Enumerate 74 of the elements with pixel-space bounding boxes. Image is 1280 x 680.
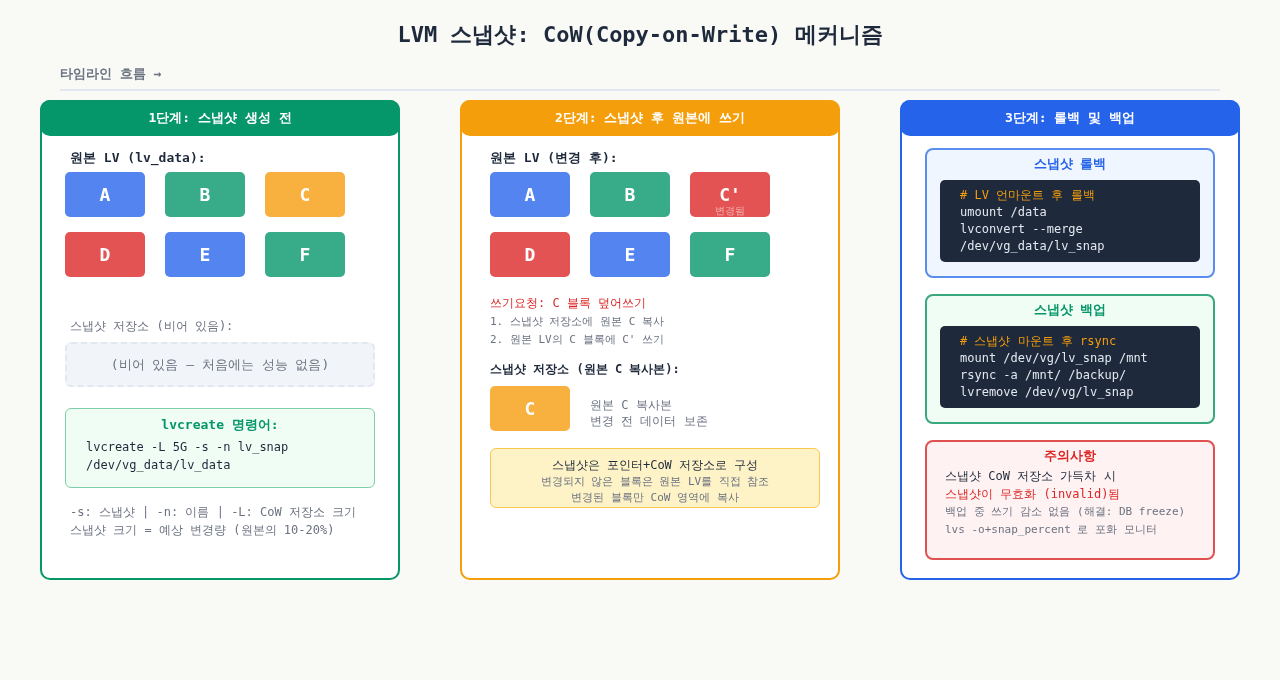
data-block bbox=[265, 232, 345, 277]
note-text: 2. 원본 LV의 C 블록에 C' 쓰기 bbox=[490, 332, 665, 348]
placeholder-text: (비어 있음 — 처음에는 성능 없음) bbox=[110, 355, 330, 374]
section-title: 원본 LV (lv_data): bbox=[70, 149, 206, 167]
stage-panel bbox=[460, 100, 840, 580]
block-label: D bbox=[99, 244, 111, 265]
note-text: 변경된 블록만 CoW 영역에 복사 bbox=[571, 490, 739, 506]
note-text: 스냅샷 저장소 (비어 있음): bbox=[70, 318, 234, 335]
data-block bbox=[590, 232, 670, 277]
note-text: 변경되지 않은 블록은 원본 LV를 직접 참조 bbox=[540, 474, 770, 490]
block-label: B bbox=[199, 184, 211, 205]
stage-panel bbox=[900, 100, 1240, 580]
warning-text: 쓰기요청: C 블록 덮어쓰기 bbox=[490, 295, 647, 312]
data-block bbox=[65, 172, 145, 217]
info-card bbox=[925, 148, 1215, 278]
empty-storage-box bbox=[65, 342, 375, 387]
note-text: lvs -o+snap_percent 로 포화 모니터 bbox=[945, 522, 1157, 538]
info-card bbox=[925, 440, 1215, 560]
block-label: C bbox=[299, 184, 311, 205]
code-line: lvremove /dev/vg/lv_snap bbox=[960, 384, 1134, 401]
page-title: LVM 스냅샷: CoW(Copy-on-Write) 메커니즘 bbox=[397, 21, 883, 49]
data-block bbox=[65, 232, 145, 277]
section-title: 원본 LV (변경 후): bbox=[490, 149, 618, 167]
panel-header: 1단계: 스냅샷 생성 전 bbox=[40, 100, 400, 136]
block-label: B bbox=[624, 184, 636, 205]
data-block bbox=[490, 386, 570, 431]
card-heading: 스냅샷 롤백 bbox=[1033, 155, 1107, 173]
block-label: F bbox=[724, 244, 736, 265]
panel-header: 2단계: 스냅샷 후 원본에 쓰기 bbox=[460, 100, 840, 136]
code-line: rsync -a /mnt/ /backup/ bbox=[960, 367, 1127, 384]
data-block bbox=[265, 172, 345, 217]
block-label: A bbox=[99, 184, 111, 205]
box-heading: lvcreate 명령어: bbox=[161, 416, 279, 434]
data-block bbox=[165, 232, 245, 277]
card-heading: 스냅샷 백업 bbox=[1033, 301, 1107, 319]
block-label: D bbox=[524, 244, 536, 265]
block-label: C' bbox=[719, 184, 741, 205]
body-text: 스냅샷 CoW 저장소 가득차 시 bbox=[945, 468, 1116, 485]
code-line: lvconvert --merge /dev/vg_data/lv_snap bbox=[960, 221, 1106, 255]
code-line: umount /data bbox=[960, 204, 1047, 221]
caption-text: 변경 전 데이터 보존 bbox=[590, 413, 708, 429]
block-label: E bbox=[624, 244, 636, 265]
data-block bbox=[690, 232, 770, 277]
data-block bbox=[165, 172, 245, 217]
block-note: 변경됨 bbox=[715, 205, 745, 216]
code-comment: # 스냅샷 마운트 후 rsync bbox=[960, 333, 1117, 350]
info-box bbox=[490, 448, 820, 508]
data-block bbox=[590, 172, 670, 217]
data-block bbox=[690, 172, 770, 217]
box-heading: 스냅샷은 포인터+CoW 저장소로 구성 bbox=[551, 457, 759, 474]
code-block bbox=[940, 180, 1200, 262]
section-title: 스냅샷 저장소 (원본 C 복사본): bbox=[490, 361, 680, 378]
command-box bbox=[65, 408, 375, 488]
note-text: 백업 중 쓰기 감소 없음 (해결: DB freeze) bbox=[945, 504, 1186, 520]
block-label: A bbox=[524, 184, 536, 205]
note-text: 1. 스냅샷 저장소에 원본 C 복사 bbox=[490, 314, 664, 330]
block-label: E bbox=[199, 244, 211, 265]
block-label: F bbox=[299, 244, 311, 265]
block-label: C bbox=[524, 398, 536, 419]
code-line: mount /dev/vg/lv_snap /mnt bbox=[960, 350, 1148, 367]
caption-text: 원본 C 복사본 bbox=[590, 397, 672, 413]
timeline-label: 타임라인 흐름 → bbox=[60, 65, 162, 83]
code-block bbox=[940, 326, 1200, 408]
info-card bbox=[925, 294, 1215, 424]
code-comment: # LV 언마운트 후 롤백 bbox=[960, 187, 1095, 204]
card-heading: 주의사항 bbox=[1044, 447, 1096, 465]
stage-panel bbox=[40, 100, 400, 580]
note-text: 스냅샷 크기 = 예상 변경량 (원본의 10-20%) bbox=[70, 522, 335, 539]
warning-text: 스냅샷이 무효화 (invalid)됨 bbox=[945, 486, 1121, 503]
data-block bbox=[490, 172, 570, 217]
data-block bbox=[490, 232, 570, 277]
panel-header: 3단계: 롤백 및 백업 bbox=[900, 100, 1240, 136]
command-text: lvcreate -L 5G -s -n lv_snap /dev/vg_data/lv_data bbox=[86, 439, 290, 474]
note-text: -s: 스냅샷 | -n: 이름 | -L: CoW 저장소 크기 bbox=[70, 504, 357, 521]
